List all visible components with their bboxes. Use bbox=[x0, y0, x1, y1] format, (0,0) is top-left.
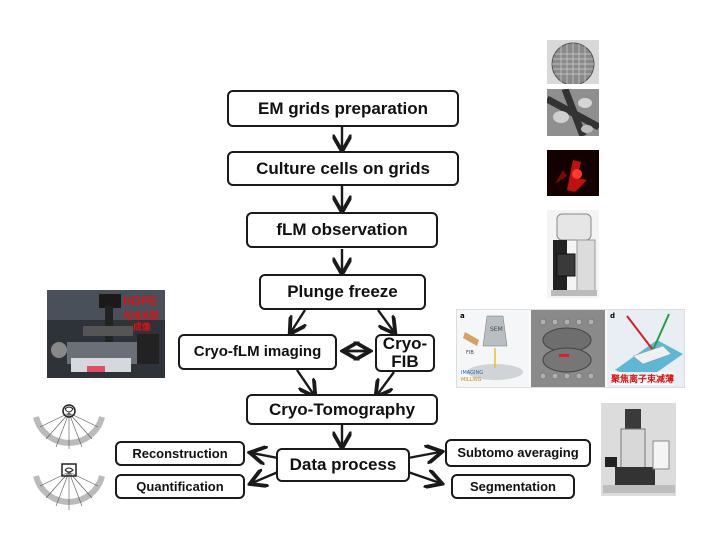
arrow-dp-to-quantification bbox=[252, 472, 279, 483]
segmentation-label: Segmentation bbox=[470, 478, 556, 494]
cryo-tem-microscope-photo bbox=[601, 403, 676, 496]
cryo-fib-label-line1: Cryo- bbox=[382, 334, 428, 354]
arrow-plunge-to-fib bbox=[377, 309, 394, 332]
fib-panel-d-label: d bbox=[610, 312, 616, 320]
segmentation-box: Segmentation bbox=[451, 474, 575, 499]
plunge-freezer-image bbox=[547, 210, 599, 298]
em-grid-image bbox=[547, 40, 599, 84]
plunge-label: Plunge freeze bbox=[287, 282, 398, 302]
em-grids-preparation-box: EM grids preparation bbox=[227, 90, 459, 127]
plunge-freeze-box: Plunge freeze bbox=[259, 274, 426, 310]
cryo-flm-imaging-box: Cryo-fLM imaging bbox=[178, 334, 337, 370]
reconstruction-box: Reconstruction bbox=[115, 441, 245, 466]
hope-subtitle-line1: 光电关联 bbox=[122, 311, 159, 321]
fluorescence-image bbox=[547, 150, 599, 196]
arrow-plunge-to-cryoflm bbox=[291, 309, 305, 332]
grid-cells-image bbox=[547, 89, 599, 136]
culture-cells-box: Culture cells on grids bbox=[227, 151, 459, 186]
hope-microscope-photo: HOPE 光电关联 成像 bbox=[47, 290, 165, 378]
fib-fib-label: FIB bbox=[466, 350, 474, 356]
cryo-fib-figure: a d SEM FIB IMAGING MILLING 聚焦离子束减薄 bbox=[456, 309, 685, 388]
fib-sem-label: SEM bbox=[490, 326, 503, 333]
data-process-box: Data process bbox=[276, 448, 410, 482]
arrow-dp-to-subtomo bbox=[407, 452, 440, 458]
em-grids-label: EM grids preparation bbox=[257, 98, 429, 118]
culture-label: Culture cells on grids bbox=[256, 158, 430, 178]
arrow-dp-to-reconstruction bbox=[252, 453, 279, 458]
hope-title: HOPE bbox=[122, 294, 157, 308]
subtomo-averaging-box: Subtomo averaging bbox=[445, 439, 591, 467]
subtomo-label: Subtomo averaging bbox=[457, 445, 579, 461]
fib-milling-label: MILLING bbox=[461, 377, 482, 383]
arrow-cryoflm-to-tomo bbox=[296, 369, 314, 395]
quantification-box: Quantification bbox=[115, 474, 245, 499]
cryo-fib-label-line2: FIB bbox=[391, 352, 419, 371]
tomography-projection-diagram-bottom bbox=[32, 458, 106, 515]
fib-imaging-label: IMAGING bbox=[461, 370, 484, 376]
flm-label: fLM observation bbox=[276, 220, 408, 240]
cryo-fib-box: Cryo- FIB bbox=[375, 334, 435, 372]
cryo-flm-label: Cryo-fLM imaging bbox=[193, 343, 322, 361]
hope-subtitle-line2: 成像 bbox=[132, 322, 151, 332]
tomography-projection-diagram-top bbox=[32, 399, 106, 454]
fib-panel-a-label: a bbox=[460, 312, 465, 320]
arrow-fib-to-tomo bbox=[377, 371, 395, 395]
flm-observation-box: fLM observation bbox=[246, 212, 438, 248]
data-process-label: Data process bbox=[289, 455, 397, 475]
cryo-tomography-box: Cryo-Tomography bbox=[246, 394, 438, 425]
tomography-label: Cryo-Tomography bbox=[268, 399, 416, 419]
quantification-label: Quantification bbox=[136, 478, 224, 494]
reconstruction-label: Reconstruction bbox=[132, 445, 228, 461]
arrow-dp-to-segmentation bbox=[407, 472, 440, 483]
fib-caption: 聚焦离子束减薄 bbox=[611, 372, 675, 385]
